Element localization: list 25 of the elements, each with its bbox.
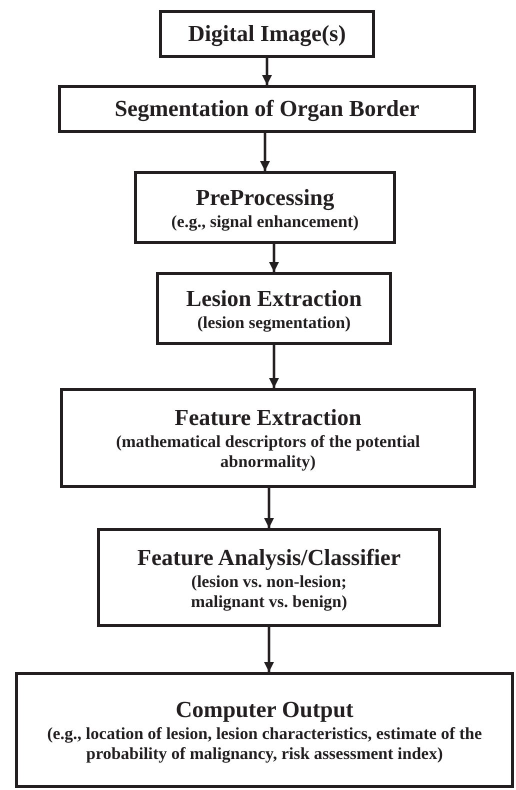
step-title: Feature Extraction xyxy=(174,404,362,432)
step-title: Lesion Extraction xyxy=(186,284,362,312)
arrow xyxy=(262,58,272,85)
process-box xyxy=(15,672,514,788)
step-title: Digital Image(s) xyxy=(188,20,346,48)
step-description: (lesion segmentation) xyxy=(197,312,351,332)
step-title: Segmentation of Organ Border xyxy=(114,95,420,123)
process-box xyxy=(159,10,375,58)
step-title: Feature Analysis/Classifier xyxy=(137,544,401,572)
step-description: (mathematical descriptors of the potential abnormality) xyxy=(114,432,422,472)
process-box xyxy=(97,528,441,627)
arrow xyxy=(264,488,274,528)
step-title: Computer Output xyxy=(176,696,354,724)
step-description: (e.g., location of lesion, lesion characteristics, estimate of the probability of malignancy, risk assessment index) xyxy=(46,724,483,764)
step-title: PreProcessing xyxy=(196,184,334,212)
arrow xyxy=(269,345,279,388)
arrow xyxy=(260,133,270,171)
arrow xyxy=(269,244,279,272)
process-box xyxy=(134,171,396,244)
process-box xyxy=(156,272,392,345)
step-description: (e.g., signal enhancement) xyxy=(171,212,359,232)
process-box xyxy=(58,85,476,133)
arrow xyxy=(264,627,274,672)
step-description: (lesion vs. non-lesion; malignant vs. benign) xyxy=(190,572,348,612)
process-box xyxy=(60,388,476,488)
